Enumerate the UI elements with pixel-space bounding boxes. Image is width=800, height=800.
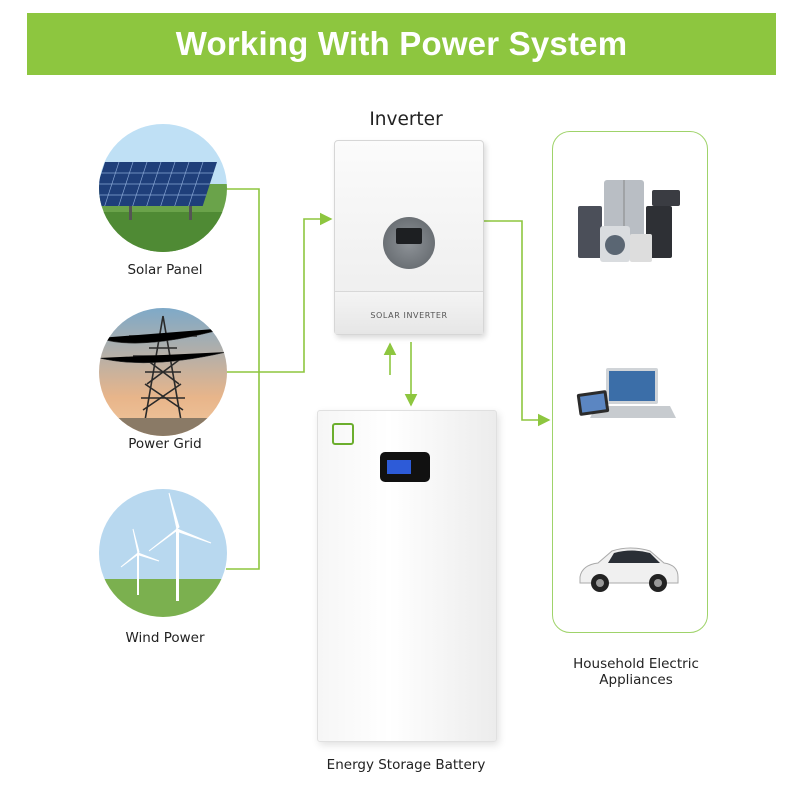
battery-lcd (387, 460, 411, 474)
appliances-panel (552, 131, 708, 633)
page-title: Working With Power System (175, 25, 628, 62)
solar-wire (226, 188, 260, 570)
wind-power-photo (99, 489, 227, 617)
energy-storage-battery-device (317, 410, 497, 742)
home-appliances-photo (578, 180, 680, 262)
solar-panel-photo (99, 124, 227, 252)
inverter-device-text: SOLAR INVERTER (370, 311, 448, 320)
appliances-label-line1: Household Electric (573, 656, 699, 672)
battery-label: Energy Storage Battery (326, 757, 486, 773)
grid-wire (226, 212, 333, 373)
solar-panel-label: Solar Panel (127, 262, 203, 278)
inverter-to-appliances-wire (482, 220, 551, 427)
laptop-tablet-photo (576, 368, 676, 418)
title-banner: Working With Power System (27, 13, 776, 75)
inverter-label: Inverter (369, 109, 443, 130)
appliances-label: Household Electric Appliances (548, 656, 724, 688)
brand-logo-icon (332, 423, 354, 445)
inverter-display (396, 228, 422, 244)
power-grid-photo (99, 308, 227, 436)
solar-inverter-device: SOLAR INVERTER (334, 140, 484, 335)
inverter-base: SOLAR INVERTER (335, 291, 483, 334)
inverter-control-dial (383, 217, 435, 269)
wind-power-label: Wind Power (125, 630, 205, 646)
electric-car-photo (579, 547, 679, 592)
appliances-label-line2: Appliances (599, 672, 673, 688)
power-grid-label: Power Grid (128, 436, 202, 452)
battery-display (380, 452, 430, 482)
